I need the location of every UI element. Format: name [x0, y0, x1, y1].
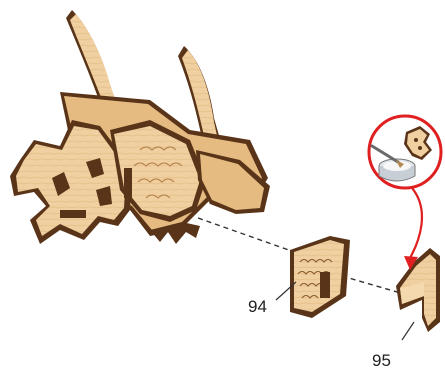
leader-95	[402, 322, 414, 340]
part-label-94: 94	[248, 297, 267, 316]
glue-pot-icon	[369, 116, 441, 188]
guide-line-94	[198, 218, 300, 254]
part-95-hook-bracket	[396, 248, 440, 332]
part-label-95: 95	[372, 351, 391, 370]
guide-line-95	[342, 276, 404, 294]
part-94-scale-plate	[290, 236, 350, 318]
dragon-head-assembly-icon	[10, 10, 270, 244]
